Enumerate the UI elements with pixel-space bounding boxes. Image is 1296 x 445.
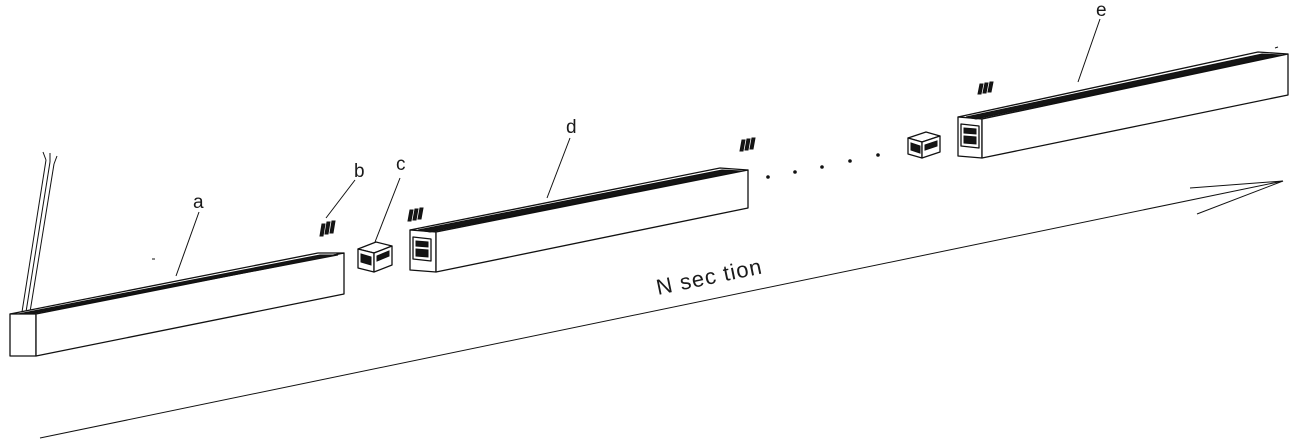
connector-c bbox=[357, 241, 393, 273]
leader-lines bbox=[175, 18, 1101, 277]
label-a: a bbox=[193, 192, 204, 213]
profile-a bbox=[9, 252, 345, 357]
screws-b bbox=[319, 220, 336, 237]
screws-d-right bbox=[739, 137, 756, 152]
screws-d-left bbox=[407, 207, 424, 222]
section-label: N sec tion bbox=[654, 254, 765, 300]
screws-e bbox=[977, 81, 994, 95]
tick-mark bbox=[1274, 46, 1279, 49]
profile-d bbox=[409, 167, 749, 273]
label-d: d bbox=[566, 117, 577, 138]
profile-e bbox=[957, 51, 1289, 159]
label-e: e bbox=[1096, 0, 1107, 21]
label-c: c bbox=[396, 154, 406, 175]
feed-wires bbox=[21, 151, 58, 313]
section-arrow bbox=[39, 180, 1284, 439]
label-b: b bbox=[354, 161, 365, 182]
continuation-dots bbox=[766, 153, 880, 179]
connector-e bbox=[907, 131, 941, 159]
